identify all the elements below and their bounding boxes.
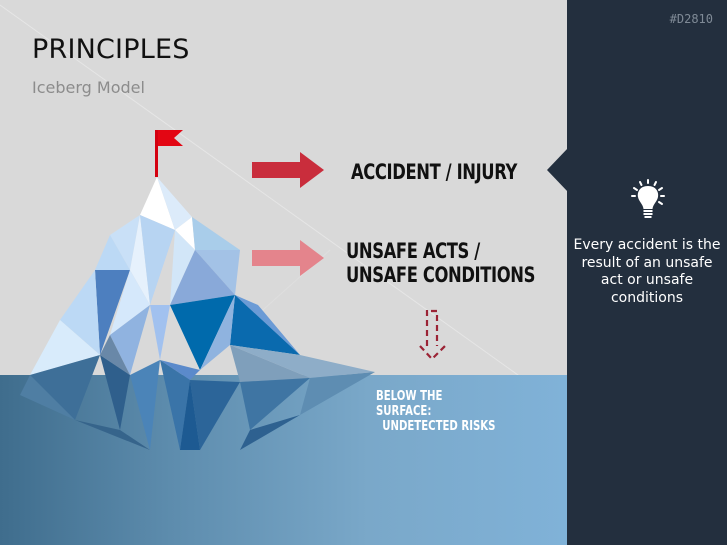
- sidebar-text: Every accident is the result of an unsaf…: [573, 237, 721, 306]
- flag-icon: [155, 130, 183, 177]
- unsafe-acts-line1: UNSAFE ACTS /: [346, 239, 480, 263]
- lightbulb-icon: [631, 179, 665, 218]
- water-surface: [0, 375, 567, 545]
- iceberg-illustration: [20, 130, 375, 450]
- unsafe-acts-line2: UNSAFE CONDITIONS: [346, 263, 535, 287]
- below-surface-line1: BELOW THE SURFACE:: [376, 389, 443, 419]
- below-surface-line2: UNDETECTED RISKS: [382, 419, 496, 434]
- arrow-primary-icon: [252, 152, 324, 188]
- page-title: PRINCIPLES: [32, 34, 190, 65]
- sidebar-panel: [567, 0, 727, 545]
- slide-code: #D2810: [669, 12, 713, 26]
- dashed-down-arrow-icon: [419, 309, 446, 361]
- below-surface-label: BELOW THE SURFACE: UNDETECTED RISKS: [376, 389, 501, 434]
- accident-injury-label: ACCIDENT / INJURY: [351, 160, 518, 184]
- page-subtitle: Iceberg Model: [32, 78, 145, 97]
- arrow-secondary-icon: [252, 240, 324, 276]
- sidebar-notch: [547, 148, 568, 192]
- unsafe-acts-label: UNSAFE ACTS / UNSAFE CONDITIONS: [346, 239, 535, 287]
